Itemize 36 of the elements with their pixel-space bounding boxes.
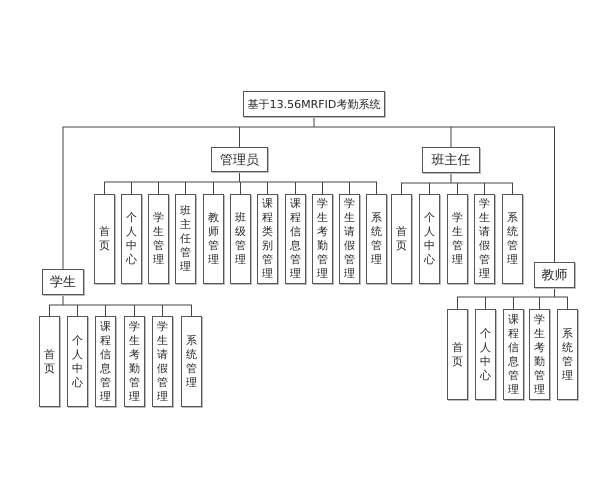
module-box: 个人中心 bbox=[475, 309, 496, 400]
module-box: 学生考勤管理 bbox=[124, 316, 145, 407]
module-box: 首页 bbox=[447, 309, 468, 400]
module-box: 学生管理 bbox=[447, 194, 468, 284]
module-box: 学生考勤管理 bbox=[312, 194, 333, 284]
module-box: 系统管理 bbox=[366, 194, 387, 284]
connector-line bbox=[239, 172, 377, 194]
module-box: 首页 bbox=[391, 194, 412, 284]
module-box: 系统管理 bbox=[557, 309, 578, 400]
role-box: 教师 bbox=[534, 262, 575, 288]
role-box: 学生 bbox=[42, 269, 84, 295]
module-box: 班级管理 bbox=[230, 194, 251, 284]
module-box: 班主任管理 bbox=[175, 194, 196, 284]
module-box: 学生管理 bbox=[148, 194, 169, 284]
role-box: 基于13.56MRFID考勤系统 bbox=[243, 91, 385, 117]
module-box: 学生请假管理 bbox=[152, 316, 173, 407]
module-box: 课程信息管理 bbox=[285, 194, 306, 284]
module-box: 个人中心 bbox=[67, 316, 88, 407]
module-box: 课程类别管理 bbox=[257, 194, 278, 284]
module-box: 系统管理 bbox=[181, 316, 202, 407]
module-box: 个人中心 bbox=[419, 194, 440, 284]
module-box: 首页 bbox=[94, 194, 115, 284]
module-box: 学生请假管理 bbox=[339, 194, 360, 284]
module-box: 教师管理 bbox=[203, 194, 224, 284]
module-box: 学生请假管理 bbox=[474, 194, 495, 284]
module-box: 系统管理 bbox=[502, 194, 523, 284]
role-box: 管理员 bbox=[211, 147, 268, 172]
connector-line bbox=[62, 294, 192, 316]
module-box: 课程信息管理 bbox=[95, 316, 116, 407]
connector-line bbox=[554, 288, 568, 310]
module-box: 首页 bbox=[39, 316, 60, 407]
module-box: 课程信息管理 bbox=[503, 309, 524, 400]
module-box: 个人中心 bbox=[121, 194, 142, 284]
role-box: 班主任 bbox=[422, 147, 480, 173]
connector-line bbox=[450, 172, 513, 194]
module-box: 学生考勤管理 bbox=[529, 309, 550, 400]
